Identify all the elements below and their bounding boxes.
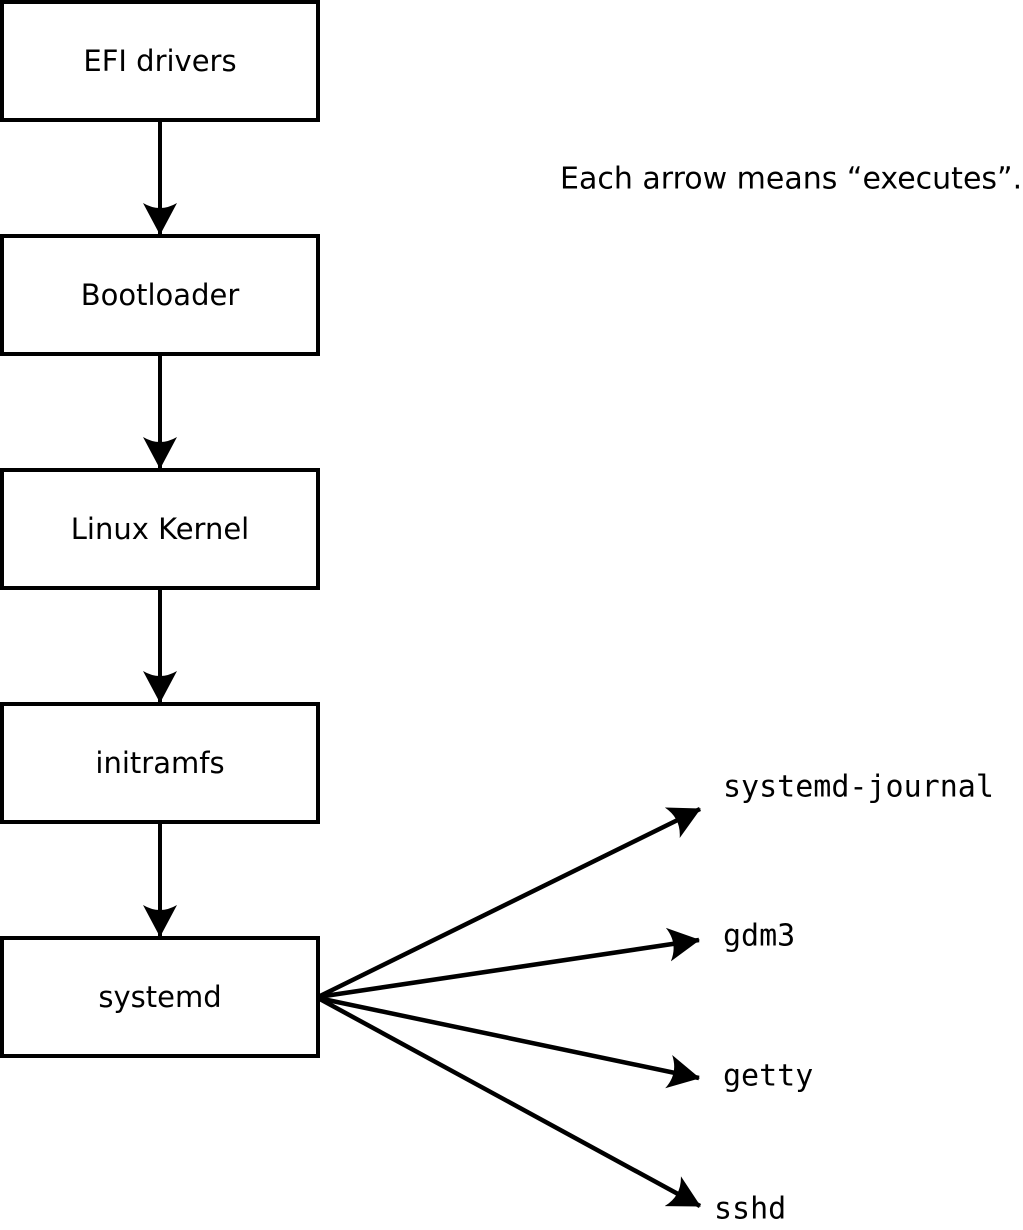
diagram-caption: Each arrow means “executes”. bbox=[560, 162, 1022, 197]
node-box-bootloader bbox=[0, 234, 320, 356]
executes-arrow-systemd-to-gdm3 bbox=[317, 927, 700, 1000]
spawn-label-systemd-journal: systemd-journal bbox=[723, 770, 994, 805]
executes-arrow-systemd-to-systemd-journal bbox=[317, 806, 701, 1000]
node-label-efi-drivers: EFI drivers bbox=[83, 44, 236, 78]
spawn-label-gdm3: gdm3 bbox=[723, 919, 795, 954]
executes-arrow-systemd-to-sshd bbox=[316, 996, 702, 1208]
node-label-systemd: systemd bbox=[98, 980, 221, 1014]
node-label-bootloader: Bootloader bbox=[81, 278, 240, 312]
node-box-initramfs bbox=[0, 702, 320, 824]
spawn-label-sshd: sshd bbox=[714, 1192, 786, 1227]
node-box-systemd bbox=[0, 936, 320, 1058]
node-label-linux-kernel: Linux Kernel bbox=[71, 512, 249, 546]
spawn-label-getty: getty bbox=[723, 1059, 813, 1094]
executes-arrow-systemd-to-getty bbox=[317, 995, 700, 1089]
node-label-initramfs: initramfs bbox=[95, 746, 224, 780]
node-box-efi-drivers bbox=[0, 0, 320, 122]
